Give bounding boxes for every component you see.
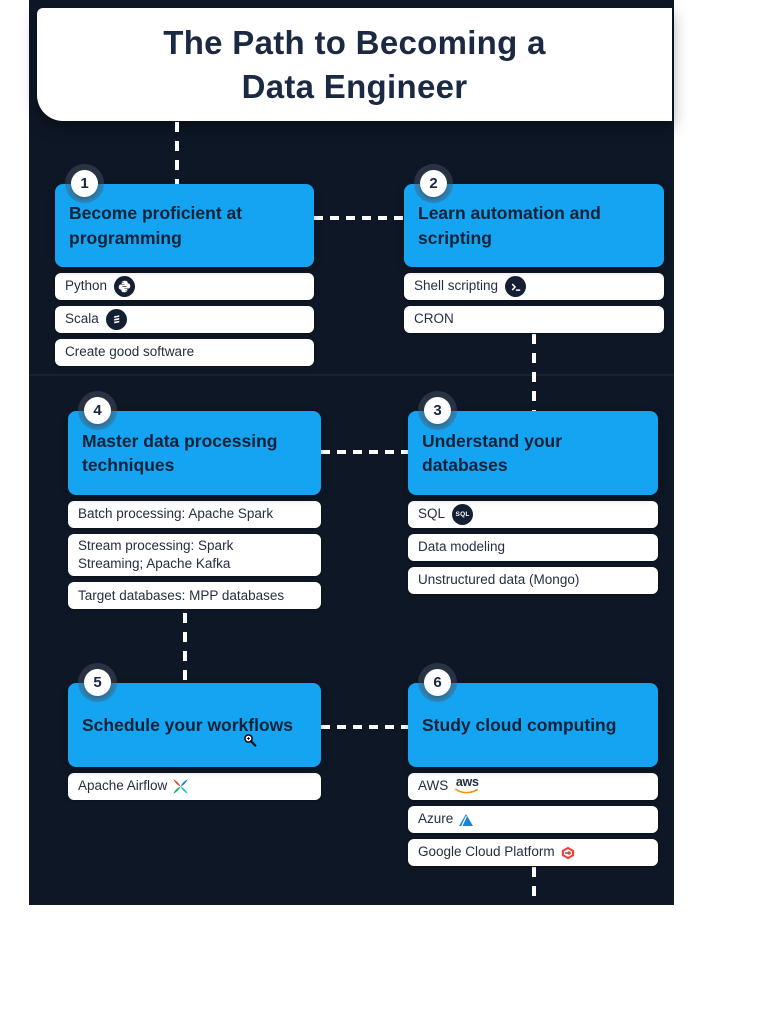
scala-icon bbox=[105, 309, 127, 330]
list-item: Google Cloud Platform bbox=[408, 839, 658, 866]
step-5-title: Schedule your workflows bbox=[82, 714, 294, 735]
step-1-title: Become proficient at programming bbox=[69, 203, 243, 248]
item-label: CRON bbox=[414, 311, 454, 327]
step-6-title: Study cloud computing bbox=[422, 714, 617, 735]
list-item: Target databases: MPP databases bbox=[68, 582, 321, 610]
dashed-connector-title-to-step1 bbox=[175, 122, 179, 184]
step-number: 4 bbox=[93, 402, 102, 419]
item-label: Python bbox=[65, 278, 108, 294]
step-number: 5 bbox=[93, 674, 102, 691]
list-item: Python bbox=[55, 273, 314, 300]
item-label: Batch processing: Apache Spark bbox=[78, 506, 274, 522]
step-3-title: Understand your databases bbox=[422, 430, 563, 475]
step-3-header: Understand your databases bbox=[408, 411, 658, 495]
step-6-header: Study cloud computing bbox=[408, 683, 658, 767]
item-label: Shell scripting bbox=[414, 278, 499, 294]
title-card: The Path to Becoming a Data Engineer bbox=[37, 8, 672, 121]
step-number: 2 bbox=[429, 175, 438, 192]
step-number: 3 bbox=[433, 402, 442, 419]
panel-seam-divider bbox=[29, 374, 674, 376]
page-title-line2: Data Engineer bbox=[241, 67, 468, 105]
step-6: 6 Study cloud computing AWS aws Azure bbox=[408, 669, 658, 866]
list-item: Shell scripting bbox=[404, 273, 664, 300]
item-label: Create good software bbox=[65, 344, 195, 360]
step-1-number-badge: 1 bbox=[71, 170, 98, 197]
list-item: Unstructured data (Mongo) bbox=[408, 567, 658, 594]
airflow-icon bbox=[172, 778, 189, 795]
item-label: Scala bbox=[65, 311, 99, 327]
dashed-connector-step4-step5 bbox=[183, 613, 187, 683]
list-item: Batch processing: Apache Spark bbox=[68, 501, 321, 528]
step-number: 6 bbox=[433, 674, 442, 691]
dashed-connector-step2-step3 bbox=[532, 334, 536, 411]
item-label: AWS bbox=[418, 778, 449, 794]
step-2-title: Learn automation and scripting bbox=[418, 203, 601, 248]
item-label: Apache Airflow bbox=[78, 778, 168, 794]
list-item: Apache Airflow bbox=[68, 773, 321, 800]
step-5-header: Schedule your workflows bbox=[68, 683, 321, 767]
item-label: Stream processing: Spark Streaming; Apac… bbox=[78, 538, 234, 572]
item-label: SQL bbox=[418, 506, 446, 522]
list-item: Scala bbox=[55, 306, 314, 333]
page-title-line1: The Path to Becoming a bbox=[163, 23, 546, 61]
aws-icon: aws bbox=[455, 776, 479, 794]
list-item: Create good software bbox=[55, 339, 314, 366]
step-1: 1 Become proficient at programming Pytho… bbox=[55, 170, 314, 366]
dashed-connector-step6-end bbox=[532, 867, 536, 898]
step-4-number-badge: 4 bbox=[84, 397, 111, 424]
step-2-header: Learn automation and scripting bbox=[404, 184, 664, 267]
step-5-number-badge: 5 bbox=[84, 669, 111, 696]
step-5: 5 Schedule your workflows Apache Airflow bbox=[68, 669, 321, 800]
step-3: 3 Understand your databases SQL SQL Data… bbox=[408, 397, 658, 594]
step-4-header: Master data processing techniques bbox=[68, 411, 321, 495]
item-label: Azure bbox=[418, 811, 454, 827]
list-item: AWS aws bbox=[408, 773, 658, 800]
step-4: 4 Master data processing techniques Batc… bbox=[68, 397, 321, 610]
list-item: SQL SQL bbox=[408, 501, 658, 528]
python-icon bbox=[114, 276, 136, 297]
item-label: Unstructured data (Mongo) bbox=[418, 572, 580, 588]
step-6-number-badge: 6 bbox=[424, 669, 451, 696]
list-item: Azure bbox=[408, 806, 658, 833]
list-item: CRON bbox=[404, 306, 664, 333]
item-label: Target databases: MPP databases bbox=[78, 587, 285, 603]
terminal-icon bbox=[505, 276, 527, 297]
list-item: Data modeling bbox=[408, 534, 658, 561]
step-2-number-badge: 2 bbox=[420, 170, 447, 197]
step-4-title: Master data processing techniques bbox=[82, 430, 278, 475]
step-3-number-badge: 3 bbox=[424, 397, 451, 424]
dashed-connector-step4-step3 bbox=[321, 450, 408, 454]
item-label: Google Cloud Platform bbox=[418, 844, 555, 860]
zoom-cursor-icon bbox=[243, 733, 258, 754]
gcp-icon bbox=[560, 846, 576, 860]
list-item: Stream processing: Spark Streaming; Apac… bbox=[68, 534, 321, 577]
sql-icon: SQL bbox=[452, 504, 474, 525]
step-2: 2 Learn automation and scripting Shell s… bbox=[404, 170, 664, 333]
dashed-connector-step1-step2 bbox=[314, 216, 404, 220]
item-label: Data modeling bbox=[418, 539, 506, 555]
step-number: 1 bbox=[80, 175, 89, 192]
dashed-connector-step5-step6 bbox=[321, 725, 408, 729]
step-1-header: Become proficient at programming bbox=[55, 184, 314, 267]
azure-icon bbox=[458, 813, 474, 827]
